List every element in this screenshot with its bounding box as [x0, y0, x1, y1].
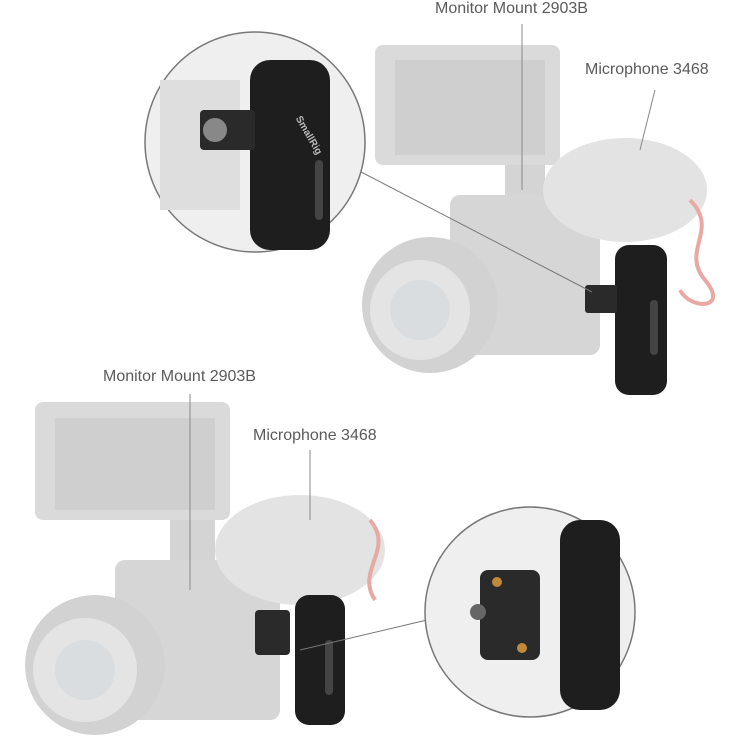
- top-detail-circle: [144, 31, 366, 253]
- detail-knob: [203, 118, 227, 142]
- detail-grip: [560, 520, 620, 710]
- bottom-camera-rig: [25, 402, 385, 735]
- bottom-monitor-mount-label: Monitor Mount 2903B: [103, 368, 256, 385]
- top-callout-line: [337, 159, 593, 293]
- bottom-callout-line: [299, 619, 428, 651]
- top-camera-rig: [362, 45, 715, 395]
- top-microphone-windscreen: [543, 138, 707, 242]
- bottom-microphone-windscreen: [215, 495, 385, 605]
- bottom-grip-clamp: [255, 610, 290, 655]
- bottom-grip: [295, 595, 345, 725]
- top-grip: [615, 245, 667, 395]
- bottom-microphone-label: Microphone 3468: [253, 427, 377, 444]
- detail-mount: [480, 570, 540, 660]
- bottom-mic-cable: [367, 518, 381, 602]
- top-monitor-mount-label: Monitor Mount 2903B: [435, 0, 588, 17]
- detail-knob: [470, 604, 486, 620]
- detail-grip: [250, 60, 330, 250]
- top-grip-clamp: [585, 285, 617, 313]
- bottom-detail-circle: [424, 506, 636, 718]
- top-microphone-label: Microphone 3468: [585, 61, 709, 78]
- top-mic-leader: [639, 89, 656, 151]
- top-mic-cable: [678, 198, 715, 306]
